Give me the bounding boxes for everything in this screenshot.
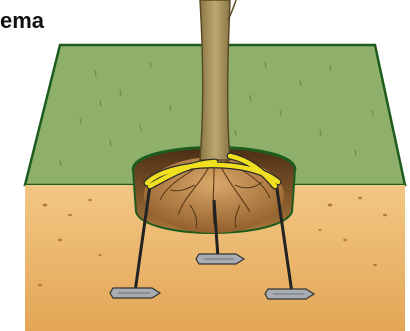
ground-anchor-right: [265, 289, 314, 299]
ground-anchor-left: [110, 288, 160, 298]
ground-anchor-center: [196, 254, 244, 264]
tree-trunk: [200, 0, 230, 160]
